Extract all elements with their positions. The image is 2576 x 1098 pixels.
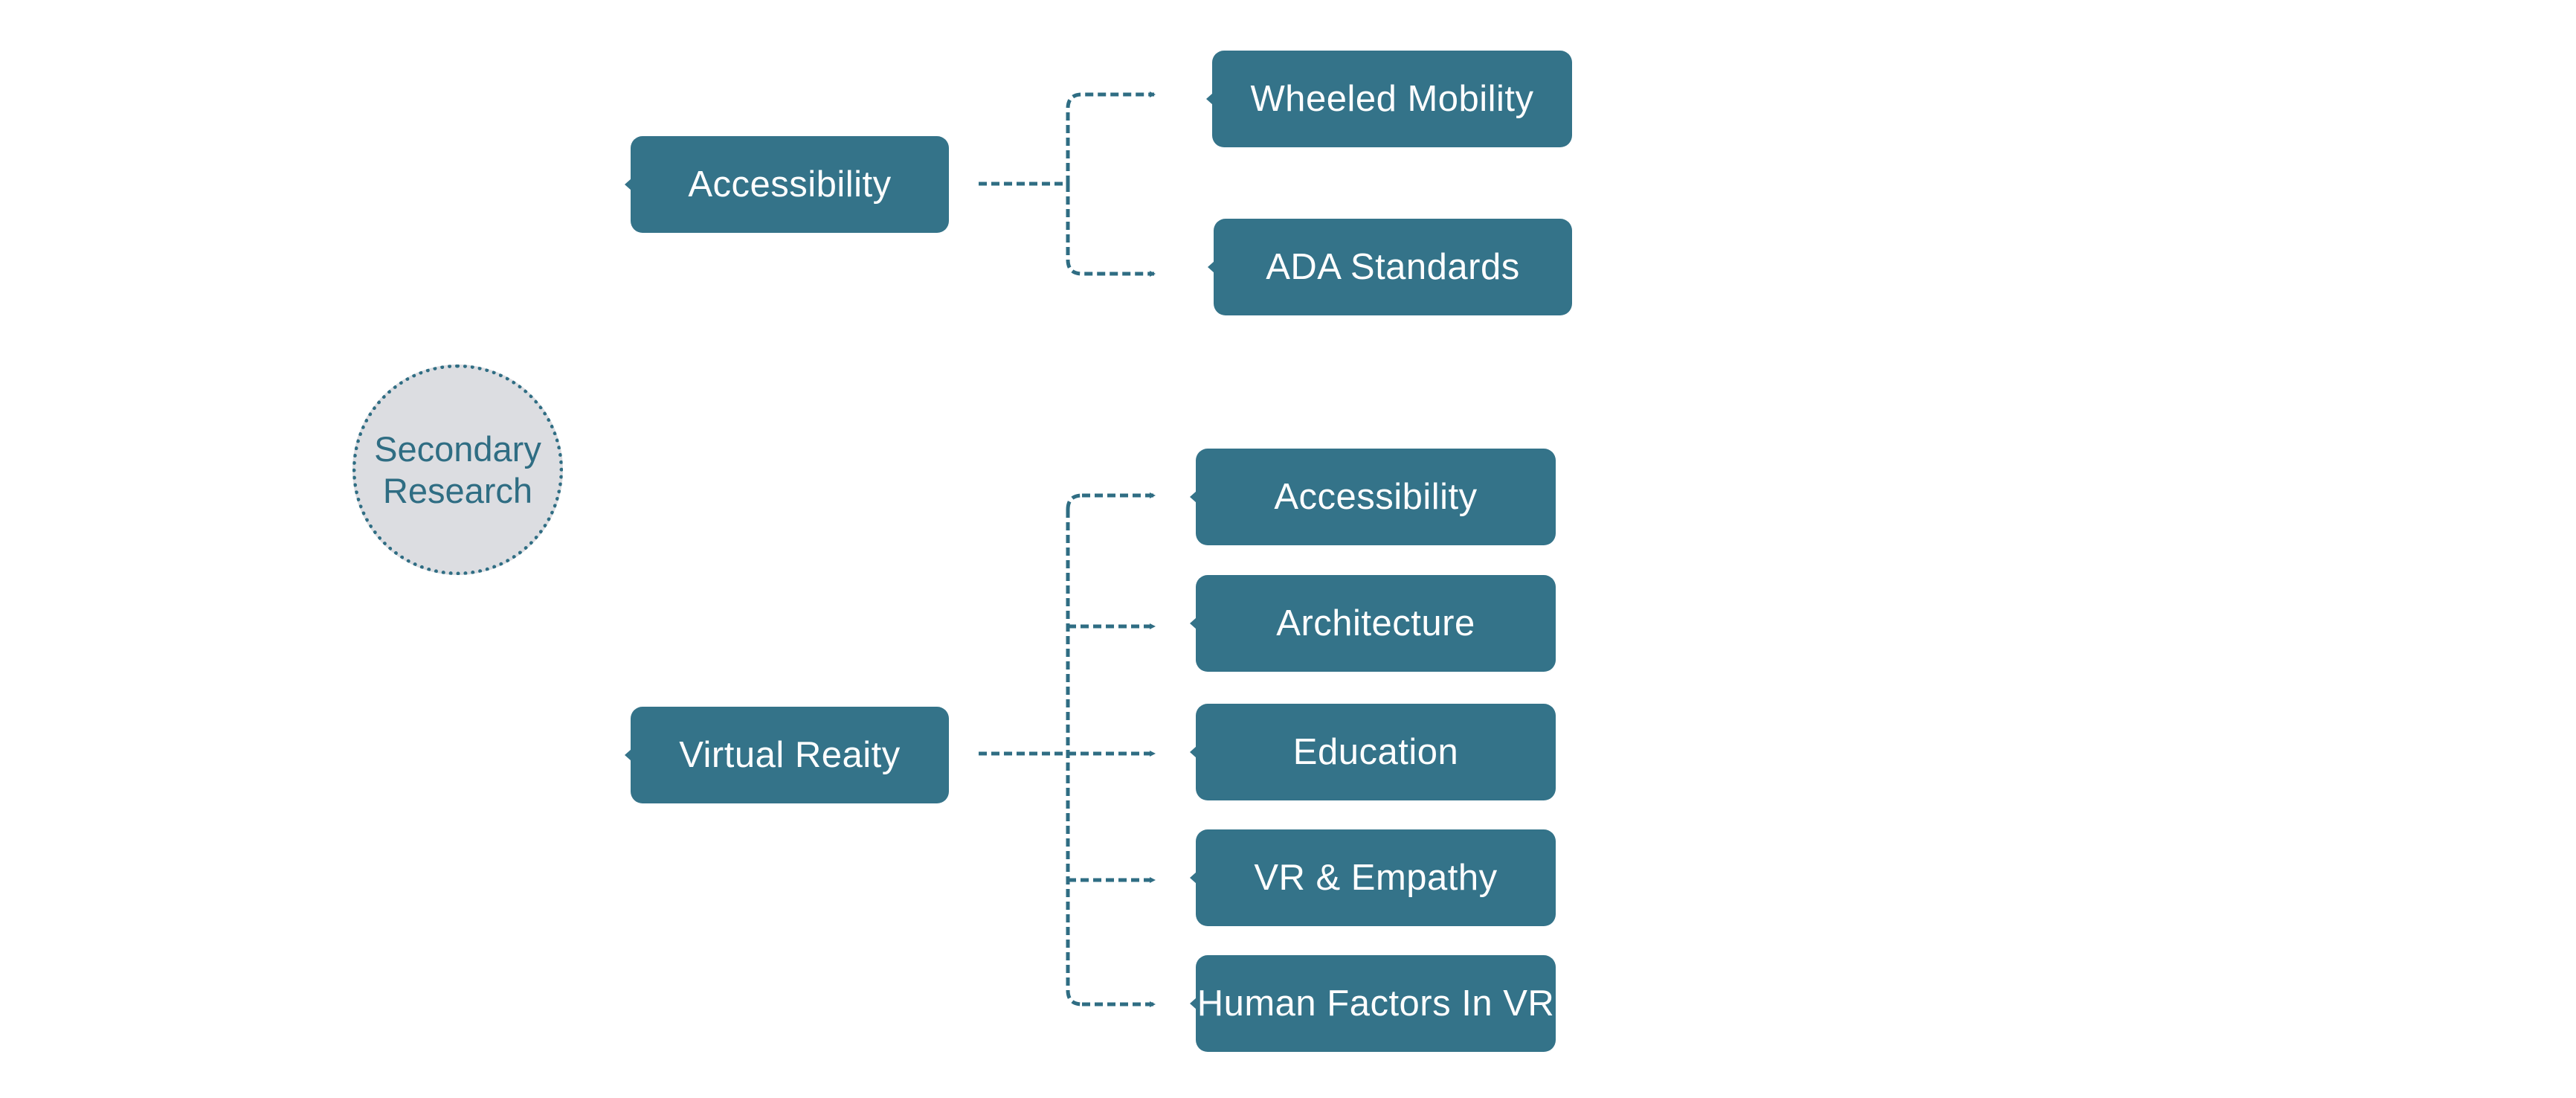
connector-accessibility-to-ada-standards	[1066, 184, 1156, 277]
leaf-node-wheeled-mobility: Wheeled Mobility	[1206, 51, 1572, 147]
leaf-node-accessibility: Accessibility	[1190, 449, 1556, 545]
leaf-node-vr-empathy: VR & Empathy	[1190, 829, 1556, 926]
branch-node-accessibility: Accessibility	[625, 136, 949, 233]
root-node-secondary-research: Secondary Research	[352, 365, 563, 575]
leaf-label: Architecture	[1276, 603, 1475, 643]
leaf-node-education: Education	[1190, 704, 1556, 800]
leaf-label: ADA Standards	[1266, 247, 1520, 287]
branch-node-virtual-reaity: Virtual Reaity	[625, 707, 949, 803]
connector-vr-spine	[1066, 493, 1083, 1006]
root-label-line1: Secondary	[374, 428, 541, 469]
branch-label: Accessibility	[688, 164, 892, 205]
connector-accessibility-to-wheeled-mobility	[1066, 92, 1156, 184]
leaf-node-architecture: Architecture	[1190, 575, 1556, 672]
leaf-node-ada-standards: ADA Standards	[1208, 219, 1572, 315]
leaf-label: Accessibility	[1274, 477, 1478, 517]
leaf-label: Wheeled Mobility	[1250, 79, 1534, 119]
leaf-label: Education	[1292, 732, 1459, 772]
branch-label: Virtual Reaity	[679, 735, 901, 775]
leaf-node-human-factors-in-vr: Human Factors In VR	[1190, 955, 1556, 1052]
leaf-label: VR & Empathy	[1254, 858, 1498, 898]
leaf-label: Human Factors In VR	[1197, 983, 1555, 1024]
root-label-line2: Research	[382, 470, 533, 510]
